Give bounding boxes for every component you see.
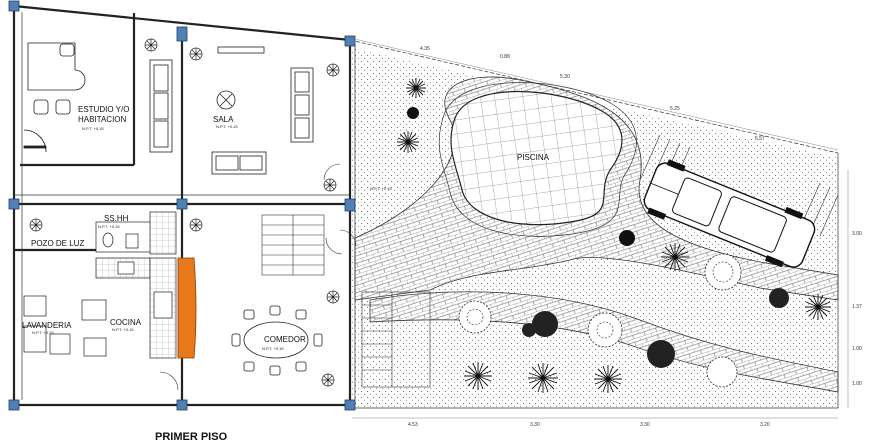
doors [159, 163, 357, 391]
stairs [261, 214, 431, 388]
level-tag: N.P.T. +0.15 [370, 186, 392, 191]
accent-wall [177, 257, 197, 359]
level-tag: N.P.T. +0.15 [32, 330, 54, 335]
plant-icons [29, 38, 340, 387]
study-furniture [23, 42, 86, 153]
svg-text:5.25: 5.25 [670, 106, 680, 112]
svg-text:3.20: 3.20 [760, 422, 770, 428]
svg-text:3.00: 3.00 [852, 231, 862, 237]
label-estudio-2: HABITACION [78, 115, 127, 124]
svg-text:1.37: 1.37 [852, 304, 862, 310]
label-pozo-de-luz: POZO DE LUZ [31, 239, 84, 248]
level-tag: N.P.T. +0.15 [82, 126, 104, 131]
svg-text:0.88: 0.88 [500, 54, 510, 60]
palm-icon [397, 131, 419, 153]
palm-icon [464, 362, 492, 390]
label-sala: SALA [213, 115, 234, 124]
svg-text:1.00: 1.00 [852, 381, 862, 387]
living-furniture [149, 46, 314, 175]
car-icon [643, 159, 816, 268]
svg-text:5.57: 5.57 [755, 136, 765, 142]
service-area [23, 211, 177, 359]
label-cocina: COCINA [110, 318, 142, 327]
pool [450, 90, 623, 226]
svg-text:1.00: 1.00 [852, 346, 862, 352]
label-estudio-1: ESTUDIO Y/O [78, 105, 129, 114]
svg-text:3.30: 3.30 [640, 422, 650, 428]
level-tag: N.P.T. +0.15 [98, 224, 120, 229]
dimensions: 4.35 0.88 5.30 5.25 5.57 3.00 1.37 1.00 … [349, 37, 862, 428]
room-labels: ESTUDIO Y/O HABITACION SALA PISCINA SS.H… [22, 105, 550, 351]
svg-text:4.53: 4.53 [408, 422, 418, 428]
palm-icon [594, 365, 622, 393]
palm-icon [661, 243, 689, 271]
svg-text:3.30: 3.30 [530, 422, 540, 428]
label-lavanderia: LAVANDERIA [22, 321, 72, 330]
level-tag: N.P.T. +0.15 [112, 327, 134, 332]
label-piscina: PISCINA [517, 153, 550, 162]
palm-icon [528, 363, 558, 393]
svg-text:5.30: 5.30 [560, 74, 570, 80]
label-sshh: SS.HH [104, 214, 129, 223]
svg-text:4.35: 4.35 [420, 46, 430, 52]
dining-set [231, 305, 323, 376]
palm-icon [406, 78, 426, 98]
drawing-title: PRIMER PISO [155, 431, 228, 443]
garden-area [352, 48, 839, 408]
level-tag: N.P.T. +0.15 [262, 346, 284, 351]
level-tag: N.P.T. +0.15 [216, 124, 238, 129]
palm-icon [805, 294, 831, 320]
label-comedor: COMEDOR [264, 335, 306, 344]
trees [397, 78, 831, 393]
columns [8, 0, 356, 411]
